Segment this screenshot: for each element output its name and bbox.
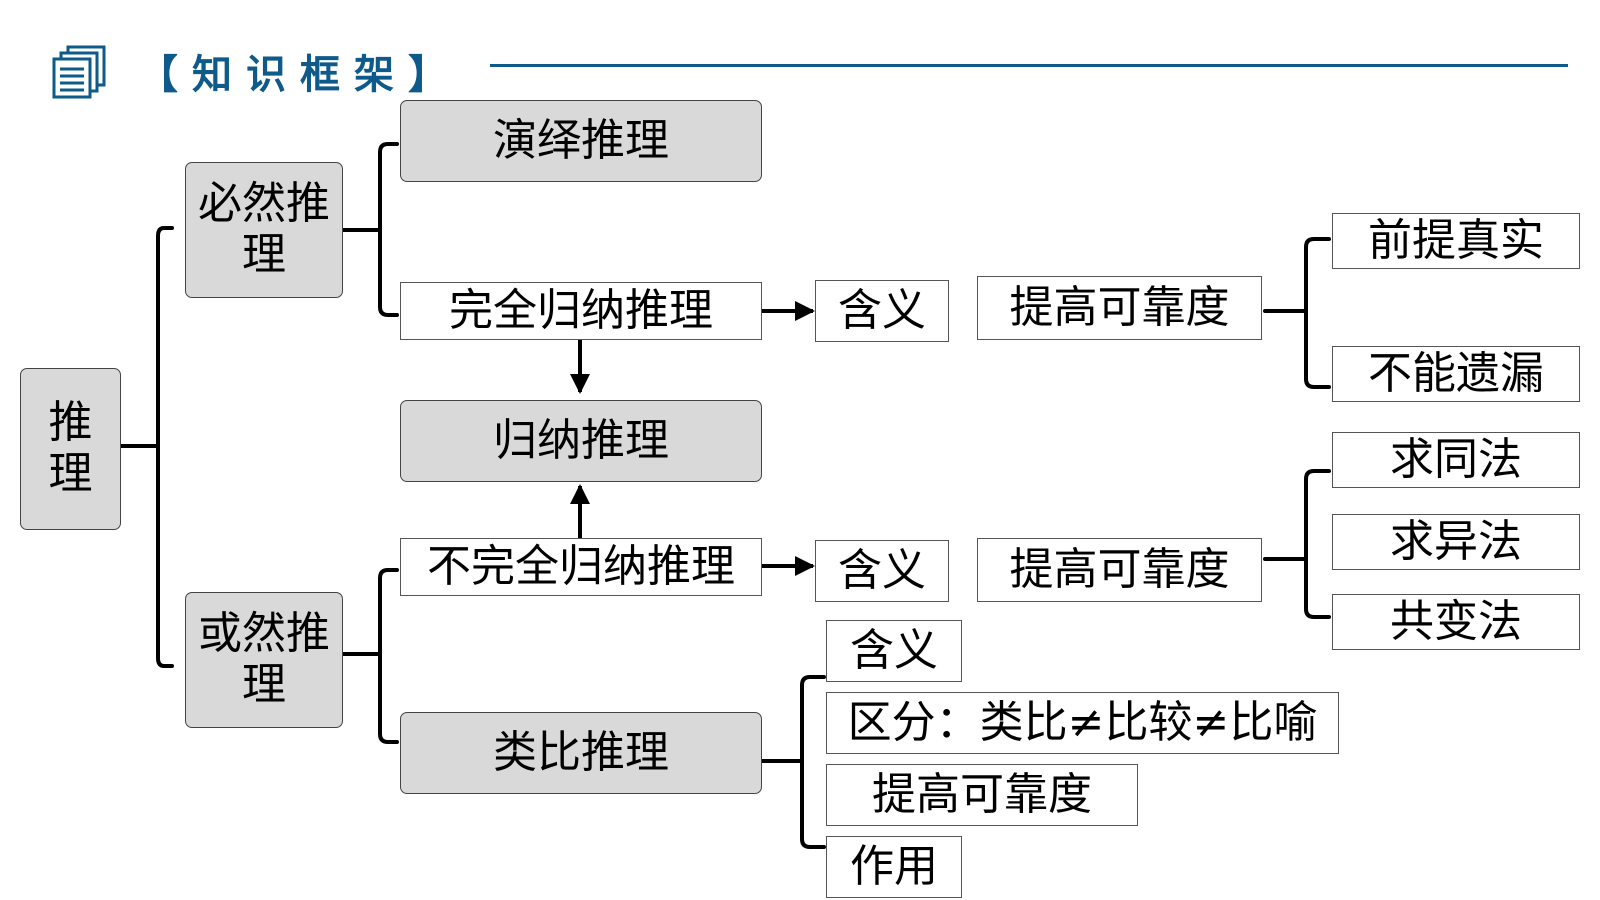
ii-difference: 求异法 xyxy=(1332,514,1580,570)
header-divider xyxy=(490,64,1568,67)
analogy-bracket xyxy=(758,675,826,849)
ii-agreement: 求同法 xyxy=(1332,432,1580,488)
an-meaning: 含义 xyxy=(826,620,962,682)
node-root: 推理 xyxy=(20,368,121,530)
ci-no-omission: 不能遗漏 xyxy=(1332,346,1580,402)
ii-reliability: 提高可靠度 xyxy=(977,538,1262,602)
node-analogy: 类比推理 xyxy=(400,712,762,794)
node-necessary: 必然推理 xyxy=(185,162,343,298)
necessary-bracket xyxy=(340,142,399,317)
an-function: 作用 xyxy=(826,836,962,898)
node-probable: 或然推理 xyxy=(185,592,343,728)
ci-premise-true: 前提真实 xyxy=(1332,213,1580,269)
ci-reliability: 提高可靠度 xyxy=(977,276,1262,340)
document-stack-icon xyxy=(52,45,106,99)
node-induction: 归纳推理 xyxy=(400,400,762,482)
root-bracket xyxy=(119,226,174,668)
ii-meaning: 含义 xyxy=(815,540,949,602)
ii-bracket xyxy=(1263,469,1331,619)
node-complete-induction: 完全归纳推理 xyxy=(400,282,762,340)
probable-bracket xyxy=(340,568,399,744)
an-distinction: 区分：类比≠比较≠比喻 xyxy=(826,692,1339,754)
ci-bracket xyxy=(1263,237,1331,389)
ci-meaning: 含义 xyxy=(815,280,949,342)
ii-concomitant: 共变法 xyxy=(1332,594,1580,650)
an-reliability: 提高可靠度 xyxy=(826,764,1138,826)
node-deductive: 演绎推理 xyxy=(400,100,762,182)
section-title: 【知识框架】 xyxy=(138,52,462,98)
node-incomplete-induction: 不完全归纳推理 xyxy=(400,538,762,596)
